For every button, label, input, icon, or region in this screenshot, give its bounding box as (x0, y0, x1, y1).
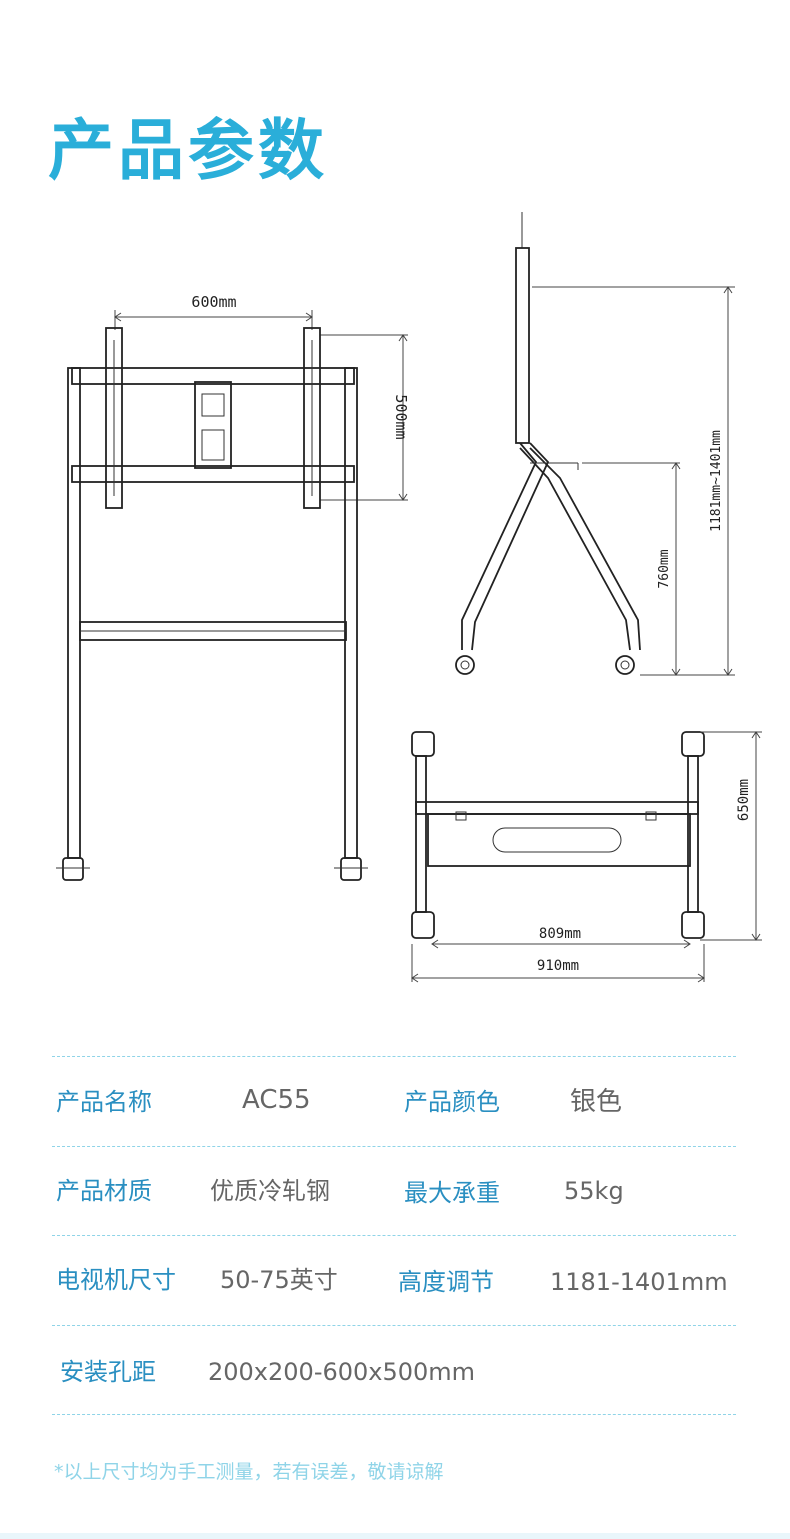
spec-label-material: 产品材质 (56, 1177, 152, 1205)
spec-value-hole-spacing: 200x200-600x500mm (208, 1358, 476, 1386)
table-divider (52, 1414, 736, 1415)
spec-label-tv-size: 电视机尺寸 (56, 1266, 176, 1294)
spec-label-max-load: 最大承重 (404, 1179, 500, 1207)
table-divider (52, 1146, 736, 1147)
measurement-note: *以上尺寸均为手工测量，若有误差，敬请谅解 (54, 1461, 444, 1483)
spec-value-material: 优质冷轧钢 (210, 1177, 330, 1205)
table-divider (52, 1056, 736, 1057)
spec-value-height-adjust: 1181-1401mm (550, 1268, 728, 1296)
spec-value-color: 银色 (570, 1087, 623, 1117)
front-view-drawing: 600mm 500mm (56, 293, 410, 881)
bottom-bar (0, 1533, 790, 1539)
dim-600: 600mm (191, 293, 236, 311)
page-title: 产品参数 (48, 112, 328, 189)
product-diagrams: 600mm 500mm (56, 212, 762, 983)
dim-height-range: 1181mm~1401mm (709, 430, 724, 532)
dim-500: 500mm (392, 394, 410, 439)
spec-label-hole-spacing: 安装孔距 (60, 1358, 156, 1386)
dim-650: 650mm (736, 779, 752, 821)
spec-label-height-adjust: 高度调节 (398, 1268, 494, 1296)
dim-760: 760mm (657, 549, 672, 588)
dim-809: 809mm (539, 926, 581, 942)
spec-value-product-name: AC55 (242, 1085, 311, 1115)
spec-label-color: 产品颜色 (404, 1088, 500, 1116)
table-divider (52, 1325, 736, 1326)
side-view-drawing: 1181mm~1401mm 760mm (455, 212, 735, 676)
dim-910: 910mm (537, 958, 579, 974)
table-divider (52, 1235, 736, 1236)
spec-value-max-load: 55kg (564, 1177, 624, 1205)
top-view-drawing: 650mm 809mm 910mm (411, 731, 762, 983)
spec-label-product-name: 产品名称 (56, 1088, 152, 1116)
spec-value-tv-size: 50-75英寸 (220, 1266, 338, 1294)
